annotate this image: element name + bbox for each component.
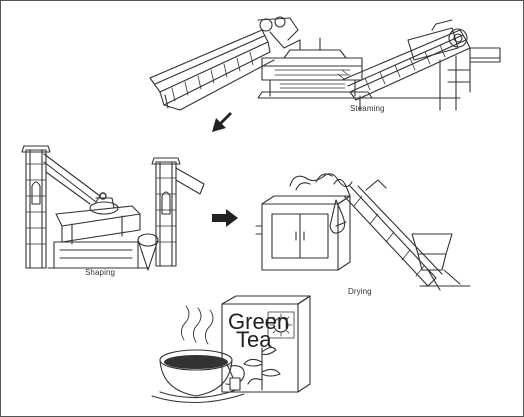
tea-box-label-green: Green <box>228 309 290 334</box>
tea-cup <box>151 305 245 403</box>
steaming-label: Steaming <box>350 104 385 113</box>
flow-arrow-down-left <box>212 112 232 132</box>
flow-arrow-right <box>212 209 238 227</box>
shaping-machine <box>21 145 205 271</box>
shaping-label: Shaping <box>85 268 116 277</box>
steaming-machine <box>149 16 501 111</box>
drying-machine <box>255 173 471 291</box>
green-tea-box <box>221 295 311 393</box>
drying-label: Drying <box>348 287 372 296</box>
tea-box-label-tea: Tea <box>236 327 272 352</box>
